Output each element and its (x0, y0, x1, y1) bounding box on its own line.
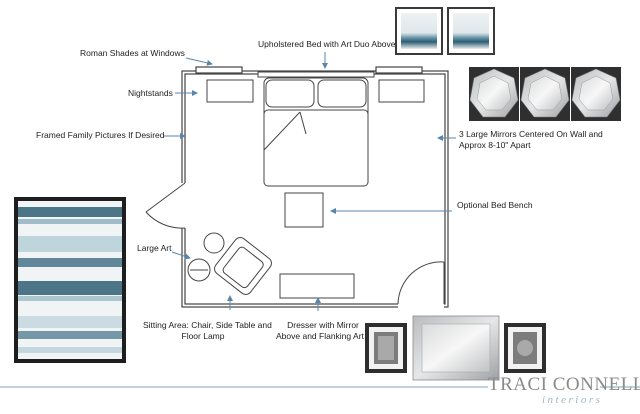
label-sitting-2: Floor Lamp (181, 331, 225, 341)
armchair (214, 237, 272, 295)
dresser-mirror (412, 315, 500, 381)
pillow-right (317, 79, 367, 108)
mirror-1 (469, 67, 519, 121)
label-family-pictures: Framed Family Pictures If Desired (36, 130, 165, 140)
window-left (195, 66, 243, 74)
label-roman-shades: Roman Shades at Windows (80, 48, 185, 58)
brand-logo-name: TRACI CONNELL (488, 374, 640, 395)
nightstand-left (206, 79, 254, 103)
flanking-art-right (504, 323, 546, 373)
nightstand-right (378, 79, 425, 103)
label-sitting-1: Sitting Area: Chair, Side Table and (143, 320, 272, 330)
brand-logo-tagline: interiors (542, 394, 603, 406)
flanking-art-left (365, 323, 407, 373)
art-duo-left (395, 7, 443, 55)
large-art (14, 197, 126, 363)
label-large-art: Large Art (137, 243, 172, 253)
left-door (145, 182, 189, 229)
right-door (397, 261, 445, 310)
art-duo (395, 7, 495, 55)
floor-lamp (203, 232, 225, 254)
art-duo-right (447, 7, 495, 55)
label-bed: Upholstered Bed with Art Duo Above (258, 39, 396, 49)
mirror-2 (520, 67, 570, 121)
label-nightstands: Nightstands (128, 88, 173, 98)
dresser (279, 273, 355, 299)
label-mirrors-1: 3 Large Mirrors Centered On Wall and (459, 129, 603, 139)
label-dresser-2: Above and Flanking Art (276, 331, 364, 341)
label-bed-bench: Optional Bed Bench (457, 200, 533, 210)
dresser-mirror-group (365, 315, 546, 381)
headboard (257, 71, 375, 78)
label-dresser-1: Dresser with Mirror (287, 320, 359, 330)
window-right (375, 66, 423, 74)
bed (263, 77, 369, 187)
duvet (263, 109, 369, 187)
leader-arrows (163, 52, 456, 311)
sitting-area (187, 232, 272, 295)
three-mirrors (469, 67, 621, 121)
bed-bench (284, 192, 324, 228)
mirror-3 (571, 67, 621, 121)
pillow-left (265, 79, 315, 108)
label-mirrors-2: Approx 8-10" Apart (459, 140, 531, 150)
